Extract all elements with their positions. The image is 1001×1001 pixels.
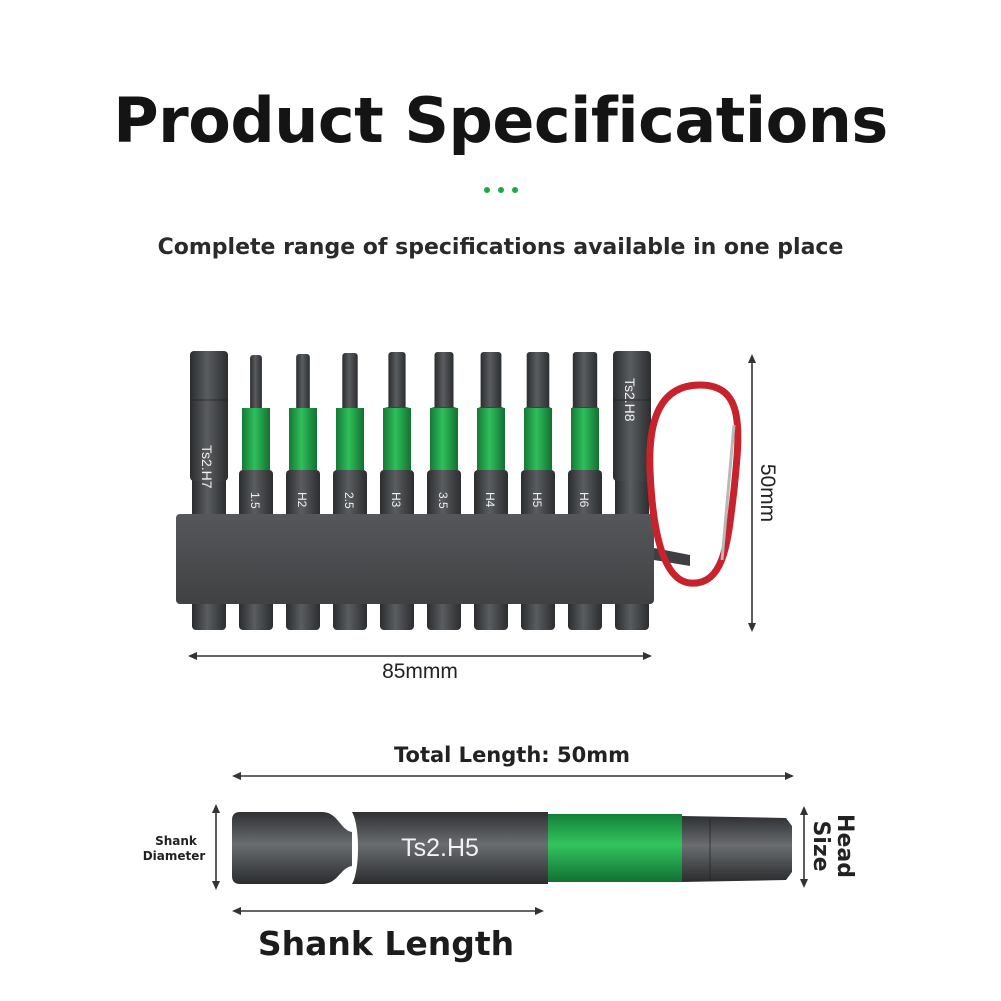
bit-size-label: 2.5: [342, 492, 356, 509]
dot-icon: [483, 187, 490, 193]
dot-icon: [497, 187, 504, 193]
page-subtitle: Complete range of specifications availab…: [157, 235, 844, 260]
bit-size-label: H6: [577, 492, 591, 508]
dot-icon: [511, 187, 518, 193]
bit-size-label: Ts2.H7: [199, 445, 215, 489]
bit-size-label: H4: [483, 492, 497, 508]
head-size-label-line2: Size: [808, 820, 833, 871]
shank-diameter-label-line2: Diameter: [143, 849, 206, 863]
bit-size-label: Ts2.H8: [622, 378, 638, 422]
page-title: Product Specifications: [113, 84, 888, 157]
carabiner-icon: [646, 381, 742, 587]
decorative-dots: [0, 178, 1001, 197]
bit-size-label: H5: [530, 492, 544, 508]
shank-length-label: Shank Length: [258, 924, 514, 963]
height-dimension-label: 50mm: [756, 464, 779, 522]
total-length-label: Total Length: 50mm: [394, 743, 630, 767]
width-dimension-label: 85mmm: [382, 660, 458, 683]
bit-size-label: 1.5: [248, 492, 262, 509]
bit-holder: [176, 514, 654, 604]
shank-diameter-label-line1: Shank: [155, 834, 198, 848]
head-size-label-line1: Head: [832, 814, 857, 878]
single-bit-label: Ts2.H5: [401, 834, 479, 862]
single-bit: Ts2.H5: [232, 812, 792, 884]
bit-size-label: H2: [295, 492, 309, 508]
bit-size-label: H3: [389, 492, 403, 508]
bit-size-label: 3.5: [436, 492, 450, 509]
